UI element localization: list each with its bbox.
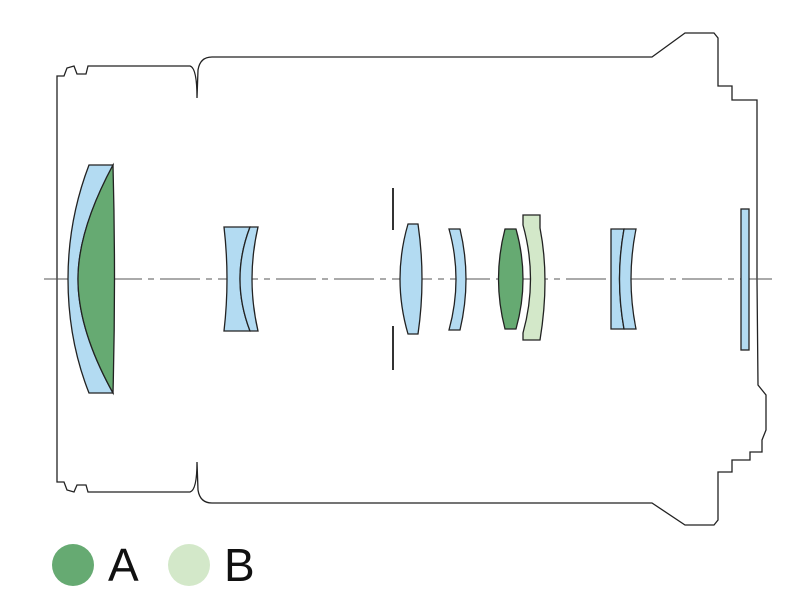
legend-item-a: A [52, 538, 139, 592]
legend-swatch-b [168, 544, 210, 586]
legend-item-b: B [168, 538, 255, 592]
lens-element-7-group-a [497, 228, 524, 330]
legend-swatch-a [52, 544, 94, 586]
lens-element-10 [618, 228, 637, 330]
lens-element-6 [448, 228, 467, 331]
lens-element-2-group-a [77, 162, 116, 396]
lens-barrel-outline [56, 32, 767, 526]
legend-label-b: B [224, 539, 255, 591]
lens-element-8-group-b [522, 214, 546, 341]
lens-element-5 [399, 223, 423, 335]
filter-glass [740, 208, 750, 351]
lens-element-4 [239, 226, 259, 332]
legend-label-a: A [108, 539, 139, 591]
